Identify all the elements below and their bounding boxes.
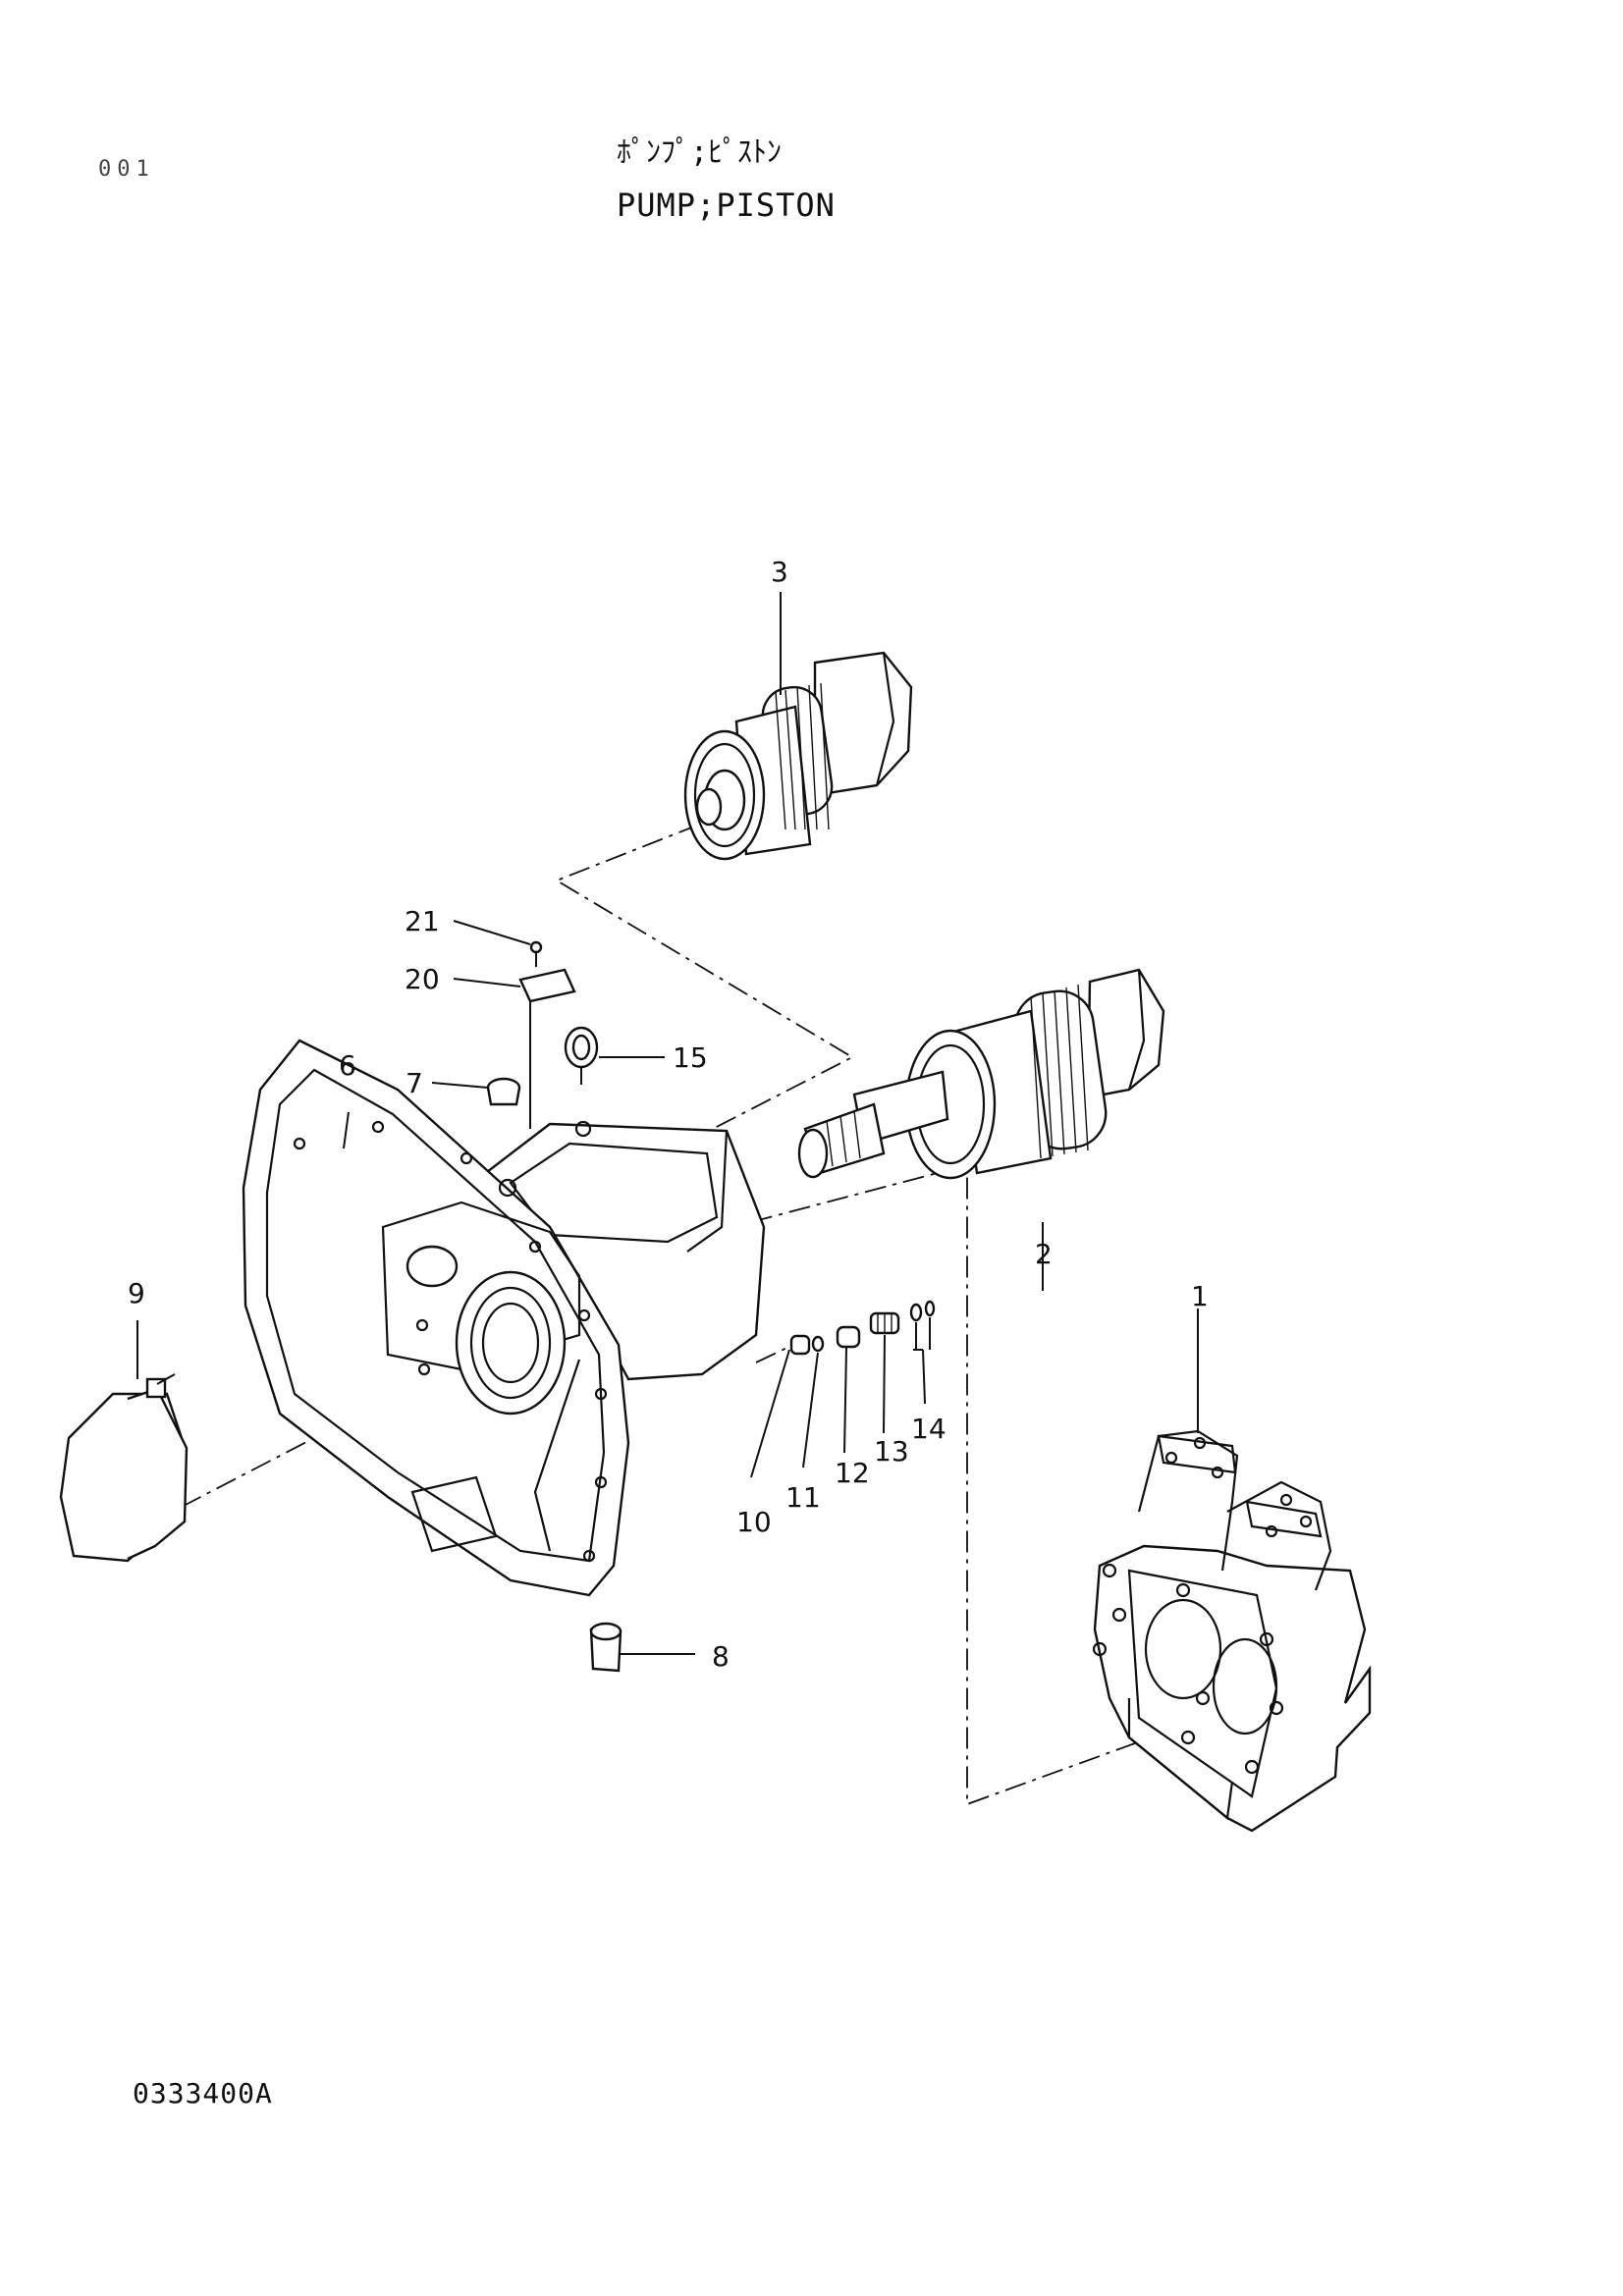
callout-9: 9 — [128, 1277, 145, 1309]
callout-11: 11 — [785, 1481, 821, 1514]
part-1-pump-assembly — [1092, 1429, 1372, 1833]
title-japanese: ﾎﾟﾝﾌﾟ;ﾋﾟｽﾄﾝ — [617, 135, 783, 170]
part-20-name-plate — [518, 968, 576, 1003]
callout-12: 12 — [835, 1457, 870, 1489]
callout-8: 8 — [712, 1640, 730, 1673]
callout-7: 7 — [406, 1067, 423, 1099]
callout-10: 10 — [736, 1506, 772, 1538]
callout-1: 1 — [1191, 1280, 1209, 1312]
callout-labels: 1 2 3 6 7 8 9 10 11 12 13 14 15 20 21 — [128, 556, 1209, 1673]
callout-20: 20 — [405, 963, 440, 995]
callout-6: 6 — [339, 1049, 356, 1082]
part-9-gear-pump — [59, 1373, 189, 1563]
callout-15: 15 — [673, 1041, 708, 1074]
title-english: PUMP;PISTON — [617, 187, 836, 224]
callout-14: 14 — [911, 1413, 947, 1445]
leader-lines — [136, 592, 1199, 1655]
callout-2: 2 — [1035, 1238, 1053, 1270]
part-6-housing — [242, 1039, 766, 1597]
page-number: 001 — [98, 157, 155, 182]
part-15-eye-bolt — [564, 1026, 599, 1085]
callout-13: 13 — [874, 1435, 909, 1468]
part-2-rotary-group — [797, 968, 1165, 1180]
parts-10-14-valve-components — [789, 1300, 936, 1356]
part-7-plug — [486, 1077, 521, 1106]
callout-3: 3 — [771, 556, 788, 588]
part-3-rotary-group — [683, 651, 913, 861]
part-21-rivet — [529, 940, 543, 967]
drawing-number: 0333400A — [133, 2077, 273, 2109]
callout-21: 21 — [405, 905, 440, 937]
part-8-plug — [589, 1622, 622, 1673]
